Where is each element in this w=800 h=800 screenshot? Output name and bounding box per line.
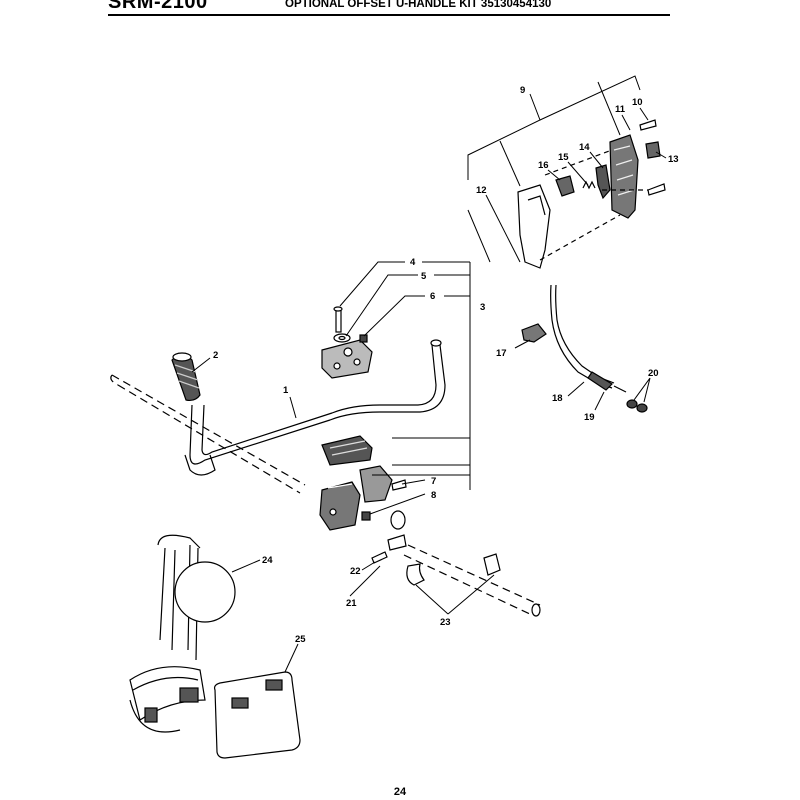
callout-10: 10 <box>632 97 643 108</box>
nut-6 <box>359 334 368 343</box>
callout-21: 21 <box>346 598 357 609</box>
header-rule <box>108 14 670 16</box>
callout-14: 14 <box>579 142 590 153</box>
callout-9: 9 <box>520 85 525 96</box>
clamp-half <box>359 465 393 503</box>
callout-11: 11 <box>615 104 626 115</box>
throttle-housing-left <box>517 184 551 269</box>
screw-10 <box>639 119 657 131</box>
nut-8 <box>361 511 371 521</box>
page-number: 24 <box>393 786 407 798</box>
callout-19: 19 <box>584 412 595 423</box>
shoulder-harness <box>129 534 236 733</box>
page-title: OPTIONAL OFFSET U-HANDLE KIT 35130454130 <box>285 0 552 10</box>
nut-13 <box>645 141 661 159</box>
callout-1: 1 <box>283 385 289 396</box>
page-header: SRM-2100 OPTIONAL OFFSET U-HANDLE KIT 35… <box>0 0 800 20</box>
callout-3: 3 <box>480 302 485 313</box>
instruction-card <box>213 671 301 759</box>
callout-7: 7 <box>431 476 436 487</box>
dashed-assembly-lines <box>539 149 648 261</box>
callout-15: 15 <box>558 152 569 163</box>
handle-clamp-upper <box>321 339 373 379</box>
nuts-20 <box>626 399 648 413</box>
callout-18: 18 <box>552 393 563 404</box>
shaft-clip-left <box>406 563 425 586</box>
shaft-lower-dashed <box>403 544 541 617</box>
handle-clamp-bracket <box>321 435 373 466</box>
callout-5: 5 <box>421 271 427 282</box>
screw-7 <box>391 479 407 491</box>
callout-4: 4 <box>410 257 416 268</box>
u-handle-tube <box>184 339 446 476</box>
model-number: SRM-2100 <box>108 0 208 13</box>
hose-clip <box>387 510 407 551</box>
trigger-spring <box>582 180 596 190</box>
cable-clip-17 <box>521 323 547 343</box>
callout-12: 12 <box>476 185 487 196</box>
callout-22: 22 <box>350 566 361 577</box>
shaft-clip-right <box>483 553 501 576</box>
callout-23: 23 <box>440 617 451 628</box>
throttle-trigger <box>595 164 611 200</box>
callout-17: 17 <box>496 348 507 359</box>
leader-lines <box>191 75 667 673</box>
screw-4 <box>333 306 343 333</box>
grip <box>171 352 201 402</box>
callout-25: 25 <box>295 634 306 645</box>
callout-6: 6 <box>430 291 435 302</box>
callout-8: 8 <box>431 490 436 501</box>
shaft-upper-dashed <box>110 374 306 494</box>
trigger-link <box>555 175 575 197</box>
throttle-cable <box>550 284 627 393</box>
callout-16: 16 <box>538 160 549 171</box>
callout-2: 2 <box>213 350 218 361</box>
callout-24: 24 <box>262 555 273 566</box>
washer-5 <box>333 333 351 343</box>
throttle-housing-right <box>609 134 639 219</box>
callout-20: 20 <box>648 368 659 379</box>
screw-12 <box>647 183 666 196</box>
callout-13: 13 <box>668 154 679 165</box>
screw-22 <box>371 551 388 564</box>
handle-clamp-lower <box>319 481 361 531</box>
callout-labels: 1 2 3 4 5 6 7 8 9 10 11 12 13 14 15 16 1… <box>213 85 679 645</box>
